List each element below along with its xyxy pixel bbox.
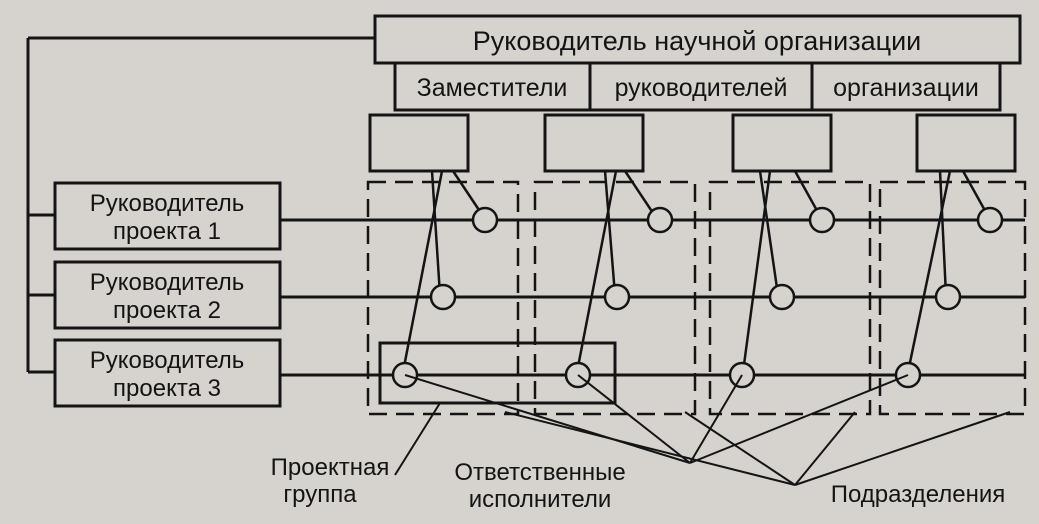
head-label: Руководитель научной организации (473, 26, 921, 56)
pointer-executors-1 (404, 374, 691, 464)
project-2-line2: проекта 2 (113, 297, 221, 324)
executor-circle-d2-p2 (603, 283, 631, 311)
div4-line-p2 (938, 170, 948, 296)
div1-line-p3 (401, 170, 444, 373)
division-head-box-1 (368, 113, 470, 173)
executor-circle-d1-p1 (471, 206, 499, 234)
project-3-line1: Руководитель (90, 347, 245, 374)
div1-line-p1 (451, 170, 485, 217)
executor-circle-d3-p1 (808, 206, 836, 234)
division-box-1 (366, 180, 520, 416)
project-3-line2: проекта 3 (113, 375, 221, 402)
project-1-line2: проекта 1 (113, 218, 221, 245)
project-group-label-1: Проектная (271, 454, 390, 481)
pointer-executors-3 (689, 374, 743, 464)
executor-circle-d4-p1 (976, 206, 1004, 234)
project-box-2 (53, 260, 282, 330)
division-head-box-3 (731, 113, 833, 173)
project-2-line1: Руководитель (90, 269, 245, 296)
division-box-2 (533, 180, 697, 416)
executor-circle-d1-p2 (429, 283, 457, 311)
executor-circle-d4-p2 (934, 283, 962, 311)
executor-circle-d3-p2 (768, 283, 796, 311)
deputies-label-3: организации (833, 74, 979, 102)
div2-line-p2 (603, 170, 617, 296)
pointer-divisions-2 (684, 411, 796, 486)
div1-line-p2 (430, 170, 442, 296)
pointer-divisions-3 (794, 411, 856, 486)
div2-line-p1 (623, 170, 657, 217)
division-head-box-2 (543, 113, 645, 173)
project-box-3 (53, 338, 282, 408)
divisions-label: Подразделения (831, 481, 1006, 508)
deputies-label-2: руководителей (615, 74, 788, 102)
division-box-3 (708, 180, 872, 416)
executors-label-2: исполнители (469, 486, 612, 513)
executors-label-1: Ответственные (454, 459, 625, 486)
project-box-1 (53, 181, 282, 251)
div2-line-p3 (575, 170, 618, 373)
pointer-executors-4 (689, 374, 909, 464)
executor-circle-d2-p1 (646, 206, 674, 234)
pointer-project-group (394, 402, 441, 476)
deputies-box (393, 61, 1002, 112)
project-1-line1: Руководитель (90, 190, 245, 217)
division-box-4 (878, 180, 1027, 416)
div4-line-p3 (906, 170, 952, 373)
division-head-box-4 (915, 113, 1017, 173)
pointer-divisions-1 (504, 411, 796, 486)
deputies-label-1: Заместители (417, 74, 568, 102)
div3-line-p2 (758, 170, 780, 296)
pointer-divisions-4 (794, 411, 1011, 486)
pointer-executors-2 (577, 374, 691, 464)
project-group-label-2: группа (283, 481, 357, 508)
